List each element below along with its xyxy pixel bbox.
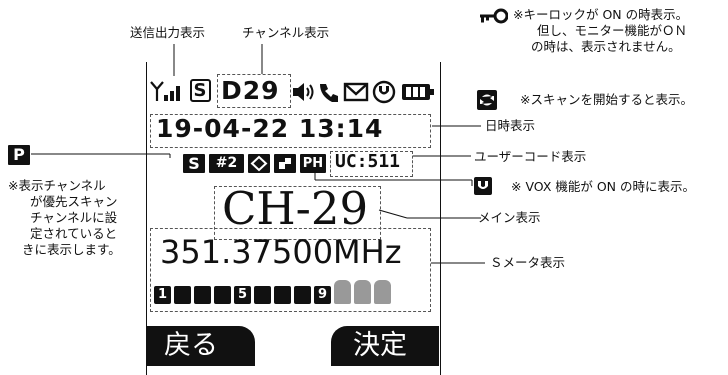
priority-badge: P: [8, 145, 30, 165]
confirm-softkey[interactable]: 決定: [331, 326, 439, 366]
antenna-signal-icon: [150, 81, 180, 101]
priority-note-4: 定されていると: [30, 226, 118, 241]
channel-code: D29: [221, 76, 280, 105]
keylock-note-3: の時は、表示されません。: [531, 39, 681, 54]
scan-icon: [477, 90, 497, 110]
datetime-value: 19-04-22 13:14: [156, 114, 384, 143]
music-badge: [274, 154, 296, 173]
vox-icon: [474, 177, 492, 195]
back-softkey-label: 戻る: [164, 330, 218, 361]
ph-badge: PH: [300, 154, 326, 173]
smeter-segment-12: [374, 280, 391, 304]
priority-note-3: チャンネルに設: [30, 210, 118, 225]
confirm-softkey-label: 決定: [353, 330, 407, 361]
smeter-segment-7: [274, 286, 291, 304]
smeter-segment-6: [254, 286, 271, 304]
channel-callout: チャンネル表示: [242, 25, 330, 40]
priority-note-5: きに表示します。: [22, 242, 121, 257]
speaker-icon: [293, 83, 314, 101]
smeter-segment-8: [294, 286, 311, 304]
usercode-value: UC:511: [335, 151, 401, 172]
smeter-segment-5: 5: [234, 286, 251, 304]
vox-note: ※ VOX 機能が ON の時に表示。: [511, 179, 695, 194]
group-badge: #2: [209, 154, 244, 173]
priority-note-2: が優先スキャン: [30, 194, 118, 209]
smeter-segment-9: 9: [314, 286, 331, 304]
call-icon: [320, 84, 338, 102]
channel-indicator-box: [217, 74, 291, 108]
main-display-box: [214, 186, 381, 240]
smeter-box: [150, 228, 431, 312]
battery-icon: [402, 84, 434, 100]
smeter-callout: Ｓメータ表示: [490, 255, 566, 270]
key-icon: [480, 8, 508, 24]
main-display-callout: メイン表示: [478, 210, 541, 225]
mail-icon: [343, 82, 369, 102]
back-softkey[interactable]: 戻る: [147, 326, 255, 366]
datetime-callout: 日時表示: [485, 118, 536, 133]
tx-power-callout: 送信出力表示: [130, 25, 206, 40]
vox-status-icon: [372, 80, 396, 104]
datetime-box: [150, 114, 431, 148]
usercode-box: [330, 151, 413, 177]
smeter-segment-4: [214, 286, 231, 304]
smeter-segment-2: [174, 286, 191, 304]
tx-power-indicator: S: [190, 79, 211, 102]
usercode-callout: ユーザーコード表示: [474, 149, 587, 164]
scan-note: ※スキャンを開始すると表示。: [520, 92, 693, 107]
channel-name: CH-29: [222, 182, 369, 235]
smeter-segment-1: 1: [154, 286, 171, 304]
smeter-segment-10: [334, 280, 351, 304]
keylock-note-2: 但し、モニター機能がＯＮ: [537, 23, 688, 38]
keylock-note-1: ※キーロックが ON の時表示。: [513, 7, 689, 22]
s-badge: S: [183, 154, 205, 173]
priority-note-1: ※表示チャンネル: [8, 178, 106, 193]
frequency-value: 351.37500MHz: [160, 233, 402, 271]
smeter-segment-11: [354, 280, 371, 304]
lcd-screen: [146, 62, 441, 375]
smeter-segment-3: [194, 286, 211, 304]
diamond-badge: [248, 154, 270, 173]
